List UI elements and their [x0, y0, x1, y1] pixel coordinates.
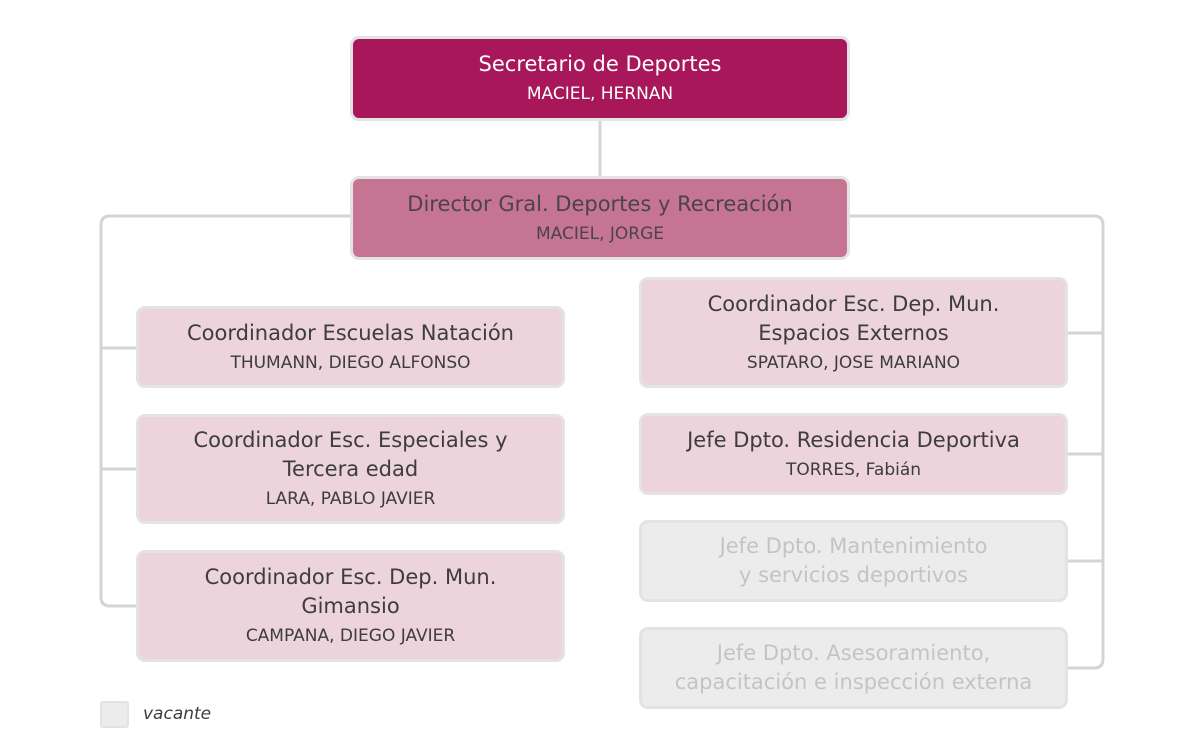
legend-vacant-label: vacante [143, 704, 212, 724]
connector-left-branch [99, 214, 352, 608]
box-title: Coordinador Esc. Dep. Mun. Espacios Exte… [707, 291, 1000, 345]
right-box-mantenimiento-vacant: Jefe Dpto. Mantenimiento y servicios dep… [639, 520, 1068, 602]
secretario-box: Secretario de Deportes MACIEL, HERNAN [350, 36, 850, 121]
box-title: Coordinador Esc. Dep. Mun. Gimansio [204, 565, 497, 618]
box-name: SPATARO, JOSE MARIANO [746, 352, 961, 373]
box-title: Coordinador Escuelas Natación [187, 320, 514, 345]
right-box-espacios-externos: Coordinador Esc. Dep. Mun. Espacios Exte… [639, 277, 1068, 388]
left-box-gimnasio: Coordinador Esc. Dep. Mun. Gimansio CAMP… [136, 550, 565, 662]
box-name: THUMANN, DIEGO ALFONSO [230, 352, 471, 373]
box-title: Jefe Dpto. Asesoramiento, capacitación e… [674, 641, 1033, 694]
director-name: MACIEL, JORGE [535, 223, 665, 244]
secretario-title: Secretario de Deportes [478, 52, 722, 76]
right-box-residencia: Jefe Dpto. Residencia Deportiva TORRES, … [639, 413, 1068, 495]
legend-vacant-swatch [100, 701, 129, 728]
box-name: LARA, PABLO JAVIER [265, 489, 436, 509]
box-title: Coordinador Esc. Especiales y Tercera ed… [193, 428, 508, 481]
box-title: Jefe Dpto. Residencia Deportiva [687, 427, 1020, 452]
secretario-name: MACIEL, HERNAN [526, 84, 674, 104]
director-title: Director Gral. Deportes y Recreación [407, 191, 793, 216]
box-title: Jefe Dpto. Mantenimiento y servicios dep… [719, 534, 988, 587]
director-box: Director Gral. Deportes y Recreación MAC… [350, 176, 850, 260]
box-name: CAMPANA, DIEGO JAVIER [245, 626, 456, 646]
box-name: TORRES, Fabián [785, 459, 922, 480]
connector-right-branch [848, 214, 1105, 670]
left-box-especiales: Coordinador Esc. Especiales y Tercera ed… [136, 414, 565, 524]
left-box-natacion: Coordinador Escuelas Natación THUMANN, D… [136, 306, 565, 388]
right-box-asesoramiento-vacant: Jefe Dpto. Asesoramiento, capacitación e… [639, 627, 1068, 709]
